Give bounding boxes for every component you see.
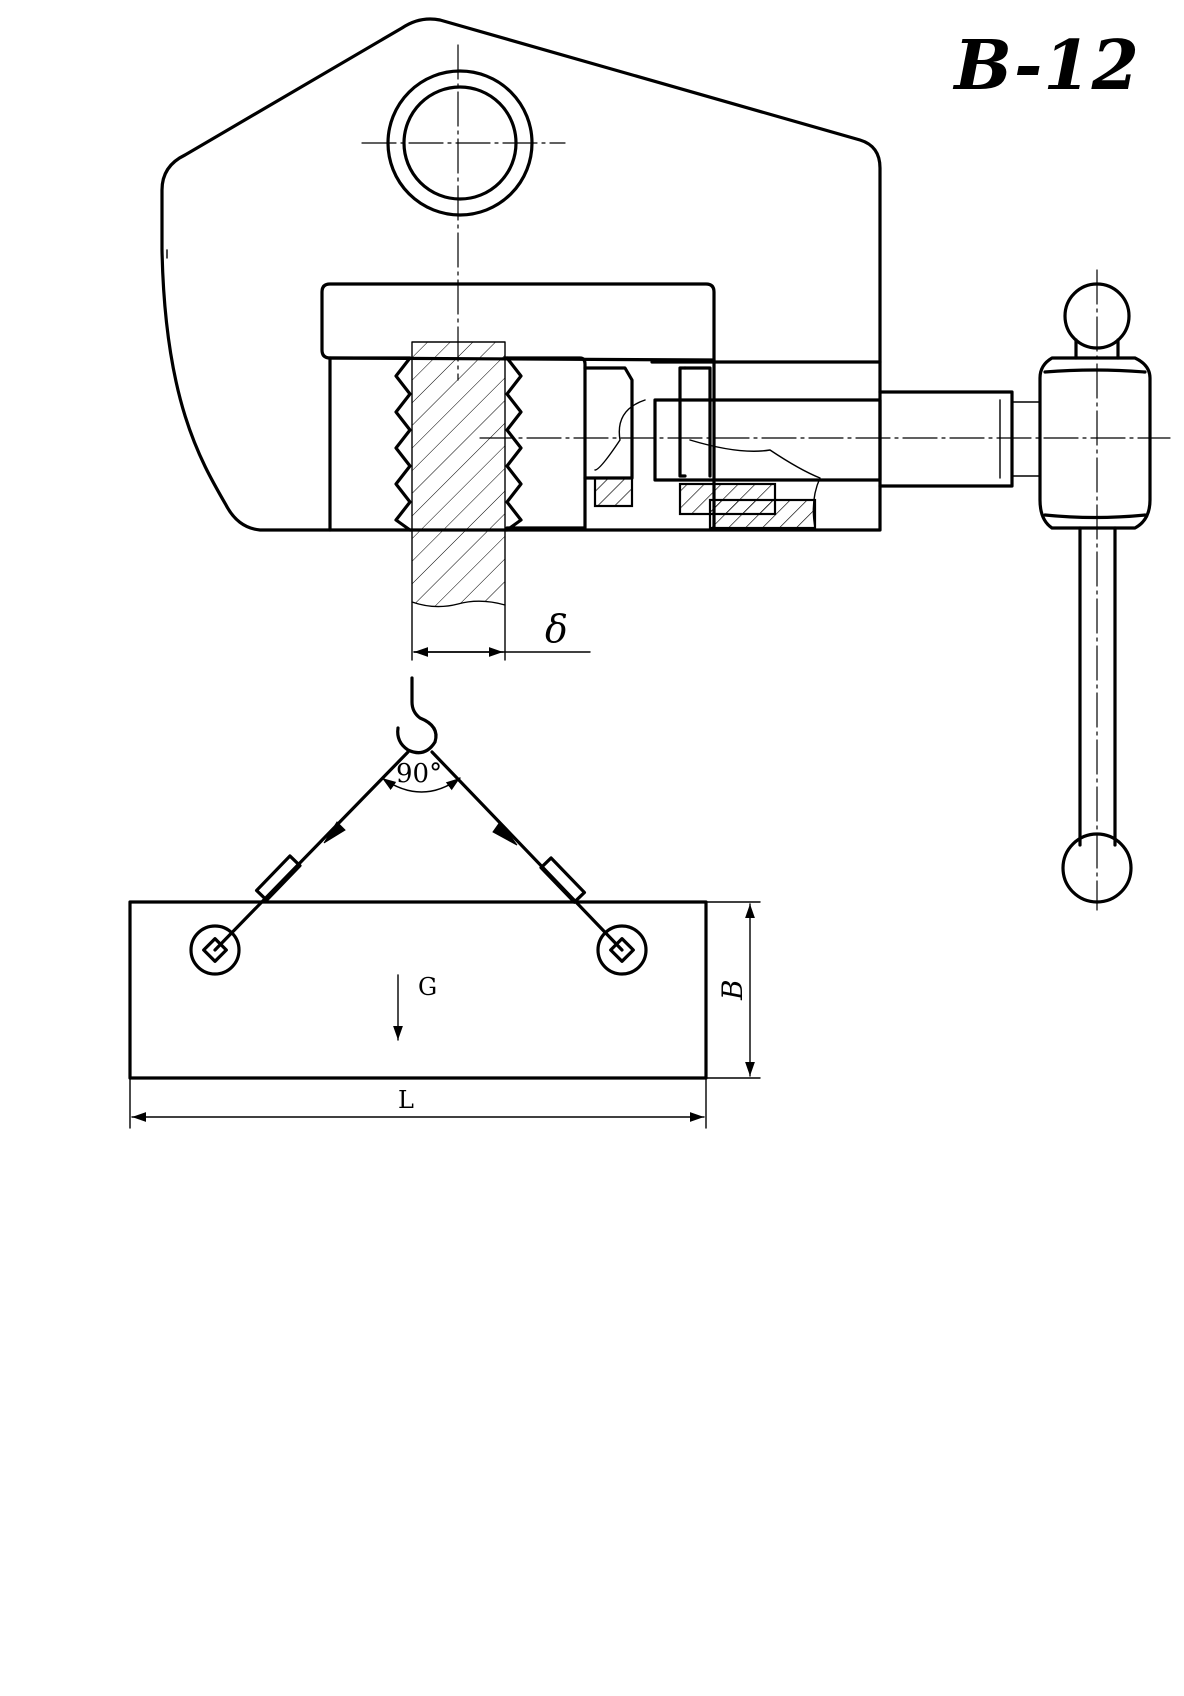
clamp-body [160, 17, 882, 532]
screw-housing [593, 360, 882, 530]
sling-ropes [213, 750, 624, 952]
fixed-jaw-teeth [328, 356, 412, 532]
weight-label: G [418, 973, 437, 1001]
load-block [128, 900, 708, 1080]
angle-label: 90° [396, 759, 442, 789]
length-label: L [398, 1086, 414, 1114]
length-dimension [129, 1077, 707, 1129]
width-dimension [705, 901, 761, 1079]
clamp-screw [653, 390, 1041, 488]
thickness-label: δ [545, 607, 568, 651]
drawing-title: B-12 [954, 26, 1140, 106]
angle-arc [381, 777, 461, 793]
handle [1038, 282, 1152, 904]
width-label: B [716, 979, 749, 1001]
clamped-plate [411, 341, 506, 661]
lifting-hook [396, 676, 438, 755]
